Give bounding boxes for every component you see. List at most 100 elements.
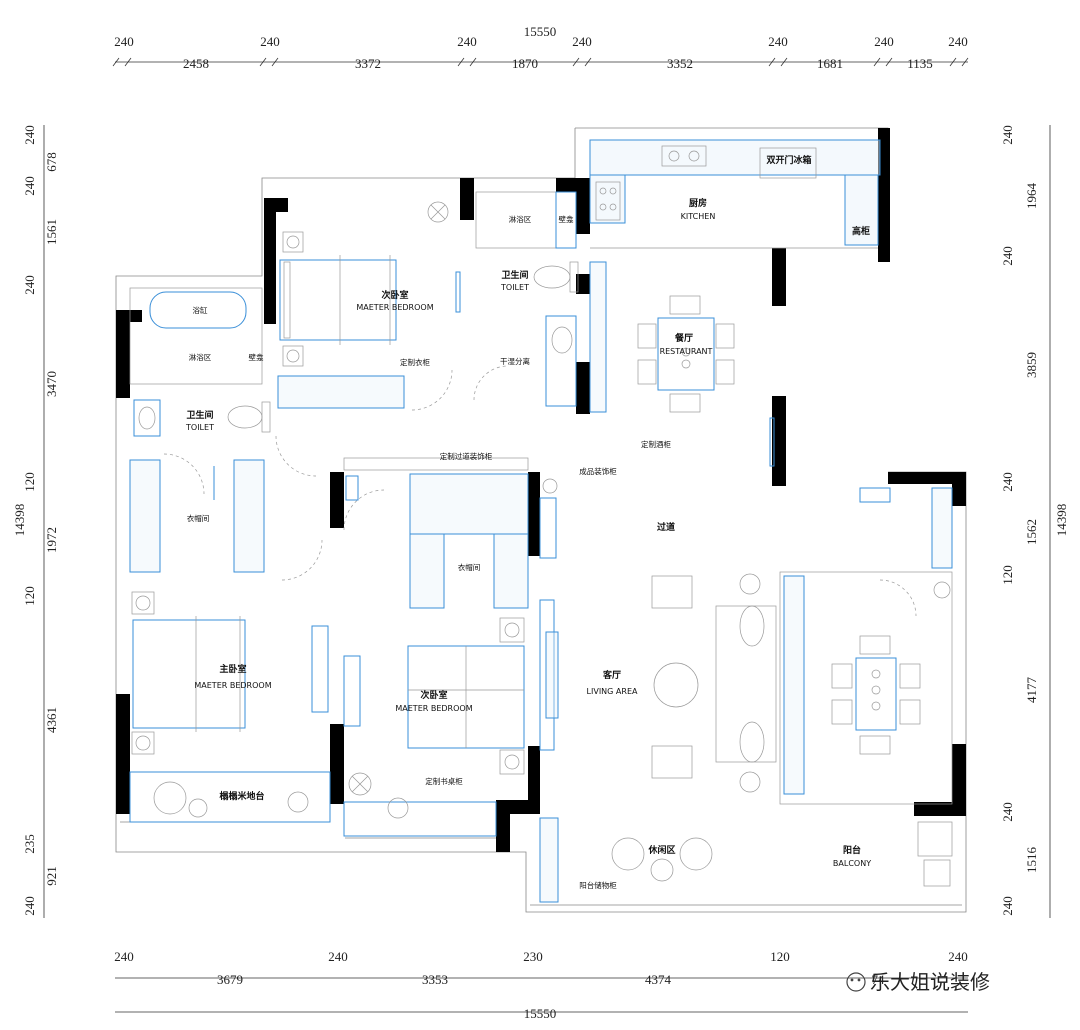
top-dim-240: 240 <box>260 34 280 49</box>
walls <box>116 128 966 852</box>
bottom-dim-230: 230 <box>523 949 543 964</box>
bedroom3-label: 次卧室 <box>420 689 447 701</box>
bottom-dim-120: 120 <box>770 949 790 964</box>
sofa-icon <box>715 605 777 763</box>
nightstand-icon <box>499 617 525 643</box>
top-dim-1870: 1870 <box>512 56 538 71</box>
right-total-dim: 14398 <box>1054 504 1069 537</box>
right-dim-240: 240 <box>1000 896 1015 916</box>
left-total-dim: 14398 <box>12 504 27 537</box>
balcony-storage-label: 阳台储物柜 <box>579 880 617 890</box>
left-dimensions: 14398 240 678 240 1561 240 3470 120 1972… <box>12 125 59 918</box>
living-label-en: LIVING AREA <box>587 687 638 696</box>
hall-cabinets: 定制过道装饰柜 衣帽间 成品装饰柜 过道 <box>343 451 675 609</box>
desk-label: 定制书桌柜 <box>425 776 463 786</box>
sink-icon <box>661 145 707 167</box>
dining-label-en: RESTAURANT <box>660 347 713 356</box>
bedroom-3: 次卧室 MAETER BEDROOM 定制书桌柜 <box>343 617 525 837</box>
right-dimensions: 14398 240 1964 240 3859 240 1562 120 417… <box>1000 125 1069 918</box>
right-dim-240: 240 <box>1000 125 1015 145</box>
ceiling-light-icon <box>427 201 449 223</box>
closet1-label: 衣帽间 <box>187 513 210 523</box>
wechat-icon <box>846 972 866 992</box>
top-dim-240: 240 <box>768 34 788 49</box>
kitchen-label-en: KITCHEN <box>681 212 716 221</box>
toilet-left-label-en: TOILET <box>185 423 214 432</box>
right-dim-1562: 1562 <box>1024 519 1039 545</box>
armchair-icon <box>651 745 693 779</box>
armchair-icon <box>679 837 713 871</box>
plant-icon <box>542 478 558 494</box>
fridge-icon <box>759 147 817 179</box>
bedroom-2: 次卧室 MAETER BEDROOM 定制衣柜 <box>277 201 461 409</box>
stove-icon <box>595 181 621 221</box>
dining-table <box>657 317 715 391</box>
master-label: 主卧室 <box>219 663 246 675</box>
balcony-label: 阳台 <box>843 844 861 856</box>
leisure-label: 休闲区 <box>647 844 675 856</box>
top-dim-240: 240 <box>572 34 592 49</box>
left-dim-1972: 1972 <box>44 527 59 553</box>
right-dim-3859: 3859 <box>1024 352 1039 378</box>
shower-top-label: 淋浴区 <box>509 214 532 224</box>
top-dim-3352: 3352 <box>667 56 693 71</box>
bottom-dim-3679: 3679 <box>217 972 243 987</box>
nightstand-icon <box>499 749 525 775</box>
left-dim-235: 235 <box>22 834 37 854</box>
left-dim-240: 240 <box>22 896 37 916</box>
toilet-icon <box>227 401 271 433</box>
master-label-en: MAETER BEDROOM <box>194 681 271 690</box>
left-bathroom: 浴缸 淋浴区 壁龛 卫生间 TOILET <box>129 287 271 437</box>
top-dim-240: 240 <box>948 34 968 49</box>
bedroom2-label: 次卧室 <box>381 289 408 301</box>
dining-label: 餐厅 <box>674 332 693 344</box>
left-dim-921: 921 <box>44 866 59 886</box>
right-dim-120: 120 <box>1000 565 1015 585</box>
armchair-icon <box>153 781 187 815</box>
watermark-text: 乐大姐说装修 <box>870 970 990 994</box>
bottom-dim-3353: 3353 <box>422 972 448 987</box>
right-dining <box>779 487 953 805</box>
display-cabinet-label: 成品装饰柜 <box>579 466 617 476</box>
left-dim-120: 120 <box>22 472 37 492</box>
bottom-dim-240: 240 <box>328 949 348 964</box>
toilet-left-label: 卫生间 <box>186 409 213 421</box>
nightstand-icon <box>131 731 155 755</box>
top-bathroom: 淋浴区 壁龛 卫生间 TOILET 干湿分离 <box>475 191 579 407</box>
armchair-icon <box>611 837 645 871</box>
right-dim-240: 240 <box>1000 802 1015 822</box>
washing-machine-icon <box>917 821 953 857</box>
bottom-dim-240: 240 <box>948 949 968 964</box>
kitchen: 双开门冰箱 厨房 KITCHEN 高柜 <box>589 139 881 249</box>
top-dim-240: 240 <box>874 34 894 49</box>
bottom-dim-4374: 4374 <box>645 972 672 987</box>
left-dim-120: 120 <box>22 586 37 606</box>
bedroom3-label-en: MAETER BEDROOM <box>395 704 472 713</box>
tatami-label: 榻榻米地台 <box>218 790 264 802</box>
right-dim-1964: 1964 <box>1024 183 1039 210</box>
right-dim-1516: 1516 <box>1024 847 1039 874</box>
shower-left-label: 淋浴区 <box>189 352 212 362</box>
dining-table <box>855 657 897 731</box>
wine-cabinet-label: 定制酒柜 <box>641 439 671 449</box>
left-dim-3470: 3470 <box>44 371 59 397</box>
top-total-dim: 15550 <box>524 24 557 39</box>
fridge-label: 双开门冰箱 <box>766 154 811 166</box>
toilet-icon <box>533 261 579 293</box>
top-dimensions: 15550 240 240 240 240 240 240 240 2458 3… <box>112 24 969 71</box>
toilet-mid-label: 卫生间 <box>501 269 528 281</box>
stool-icon <box>387 797 409 819</box>
bottom-dim-74: 74 <box>872 972 886 987</box>
balcony-label-en: BALCONY <box>833 859 871 868</box>
nightstand-icon <box>282 345 304 367</box>
niche-left-label: 壁龛 <box>249 352 264 362</box>
top-dim-1135: 1135 <box>907 56 933 71</box>
basin-icon <box>138 406 156 430</box>
living-label: 客厅 <box>602 669 621 681</box>
bottom-dimensions: 240 240 230 120 240 3679 3353 4374 74 15… <box>114 949 968 1021</box>
bathtub-icon <box>149 291 247 329</box>
top-dim-1681: 1681 <box>817 56 843 71</box>
left-dim-4361: 4361 <box>44 707 59 733</box>
right-dim-4177: 4177 <box>1024 677 1039 704</box>
